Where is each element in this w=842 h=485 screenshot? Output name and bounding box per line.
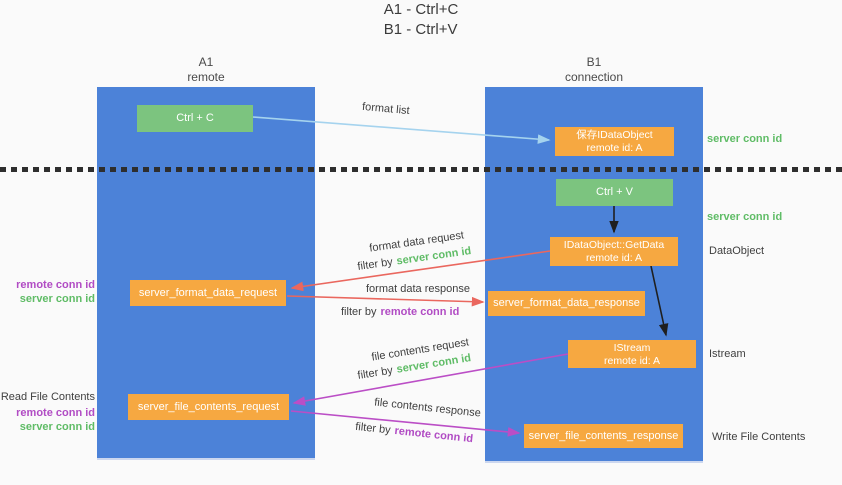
- remote-conn-id-highlight: remote conn id: [380, 306, 460, 318]
- read-file-contents-annotation: Read File Contents: [0, 391, 95, 403]
- idataobject-getdata-node: IDataObject::GetData remote id: A: [550, 237, 678, 266]
- b1-name: B1: [586, 55, 602, 69]
- file-contents-response-label: file contents response: [373, 396, 482, 420]
- istream-line2: remote id: A: [603, 355, 661, 367]
- remote-conn-id-annotation: remote conn id: [16, 407, 95, 419]
- title-line-2: B1 - Ctrl+V: [383, 21, 458, 38]
- server-conn-id-annotation-top: server conn id: [707, 133, 783, 145]
- filter-prefix: filter by: [356, 256, 394, 273]
- save-idataobject-line1: 保存IDataObject: [576, 129, 653, 141]
- server-conn-id-annotation-mid: server conn id: [707, 211, 783, 223]
- dataobject-annotation: DataObject: [709, 245, 765, 257]
- filter-prefix: filter by: [356, 364, 394, 382]
- b1-subtitle: connection: [564, 70, 624, 84]
- server-format-data-response-node: server_format_data_response: [488, 291, 645, 316]
- server-file-contents-response-node: server_file_contents_response: [524, 424, 683, 448]
- left-conn-id-group-1: remote conn id server conn id: [0, 278, 95, 306]
- a1-subtitle: remote: [187, 70, 225, 84]
- save-idataobject-node: 保存IDataObject remote id: A: [555, 127, 674, 156]
- ctrl-c-node: Ctrl + C: [137, 105, 253, 132]
- istream-node: IStream remote id: A: [568, 340, 696, 368]
- a1-name: A1: [198, 55, 214, 69]
- remote-conn-id-annotation: remote conn id: [16, 279, 95, 291]
- filter-prefix: filter by: [341, 306, 377, 318]
- istream-annotation: Istream: [709, 348, 746, 360]
- server-conn-id-annotation: server conn id: [19, 421, 95, 433]
- istream-line1: IStream: [613, 342, 651, 354]
- server-conn-id-annotation: server conn id: [19, 293, 95, 305]
- column-header-b1: B1 connection: [485, 55, 703, 85]
- server-file-contents-request-node: server_file_contents_request: [128, 394, 289, 420]
- format-data-response-label: format data response: [366, 283, 470, 295]
- remote-conn-id-highlight: remote conn id: [393, 424, 474, 446]
- format-list-label: format list: [361, 100, 411, 118]
- left-conn-id-group-2: remote conn id server conn id: [0, 406, 95, 434]
- format-data-response-arrow: [286, 295, 485, 307]
- getdata-line1: IDataObject::GetData: [563, 239, 665, 251]
- dotted-separator-line: [0, 167, 842, 172]
- filter-prefix: filter by: [354, 420, 392, 437]
- ctrl-v-node: Ctrl + V: [556, 179, 673, 206]
- column-header-a1: A1 remote: [97, 55, 315, 85]
- title-line-1: A1 - Ctrl+C: [383, 1, 459, 18]
- write-file-contents-annotation: Write File Contents: [712, 431, 806, 443]
- getdata-line2: remote id: A: [585, 252, 643, 264]
- diagram-title: A1 - Ctrl+C B1 - Ctrl+V: [0, 0, 842, 40]
- server-format-data-request-node: server_format_data_request: [130, 280, 286, 306]
- save-idataobject-line2: remote id: A: [586, 142, 643, 154]
